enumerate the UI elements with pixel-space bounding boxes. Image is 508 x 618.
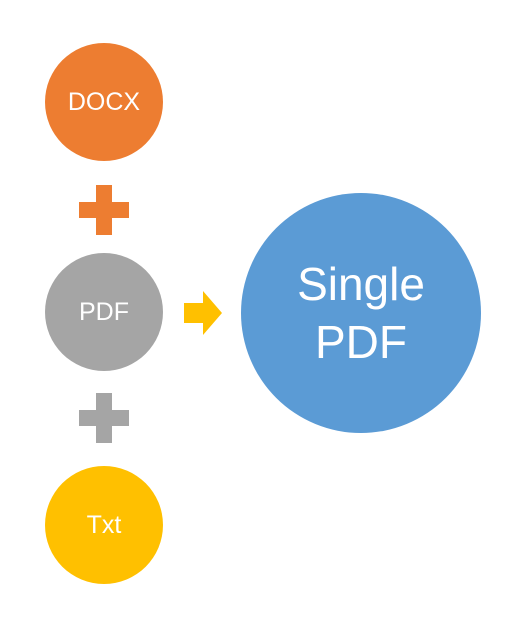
txt-node: Txt: [45, 466, 163, 584]
single-pdf-label-line1: Single: [297, 258, 425, 310]
single-pdf-node: Single PDF: [241, 193, 481, 433]
plus-bottom-vertical-bar: [96, 393, 112, 443]
txt-label: Txt: [86, 510, 122, 539]
arrow-right-icon: [184, 291, 222, 335]
arrow-shape: [184, 291, 222, 335]
pdf-node: PDF: [45, 253, 163, 371]
single-pdf-label-line2: PDF: [315, 316, 407, 368]
pdf-label: PDF: [79, 297, 129, 326]
plus-top-vertical-bar: [96, 185, 112, 235]
docx-node: DOCX: [45, 43, 163, 161]
plus-icon-bottom: [79, 393, 129, 443]
docx-label: DOCX: [67, 87, 141, 116]
plus-icon-top: [79, 185, 129, 235]
